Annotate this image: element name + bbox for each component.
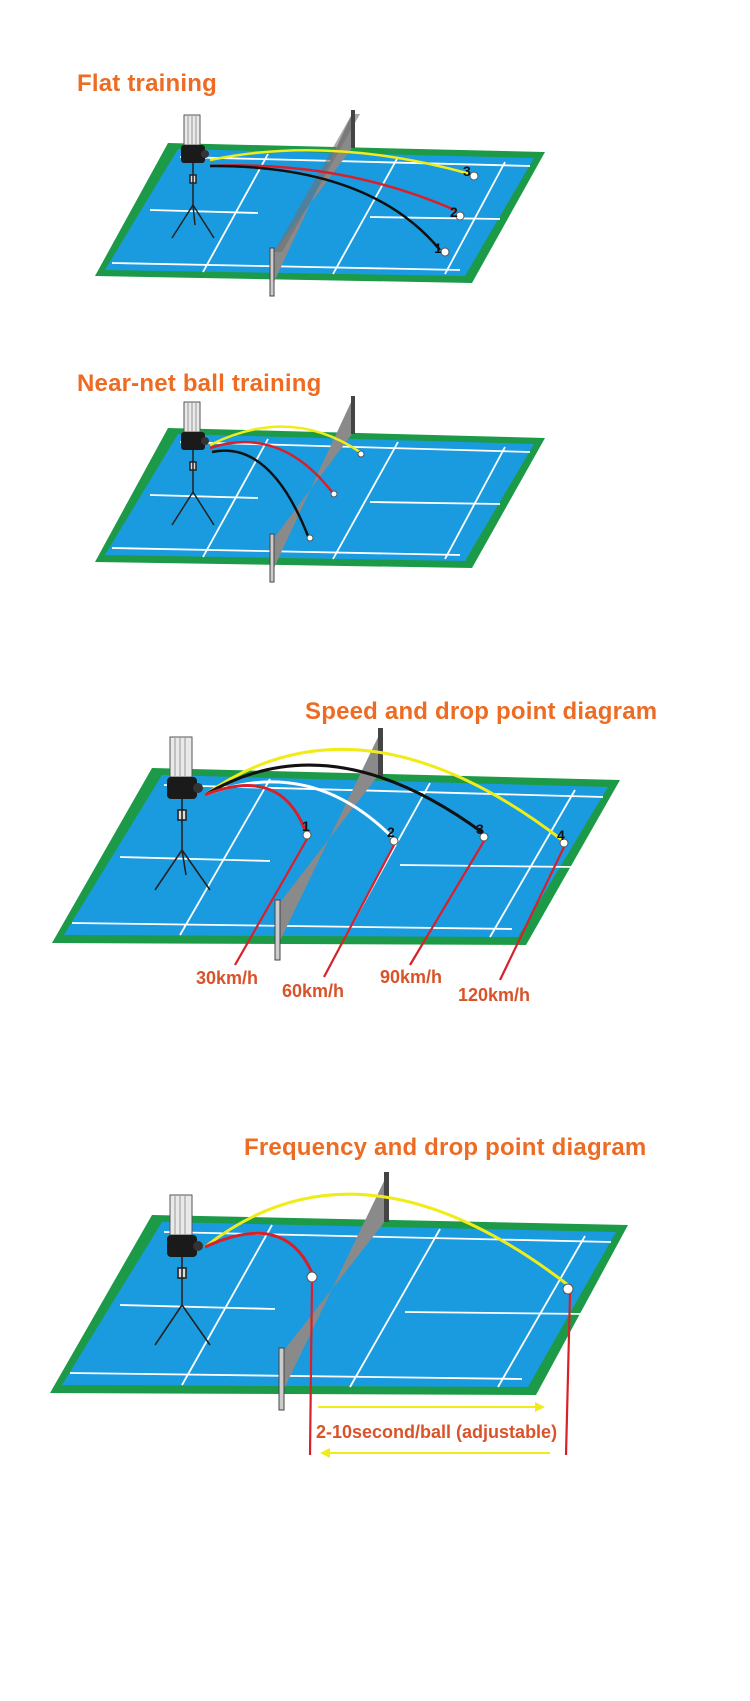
net [269, 110, 360, 297]
shuttle-launcher-icon [167, 1194, 203, 1257]
tripod-stand-icon [171, 450, 215, 526]
panel-title-frequency: Frequency and drop point diagram [244, 1134, 647, 1161]
speed-label-30: 30km/h [196, 968, 259, 988]
panel-title-flat: Flat training [77, 70, 217, 97]
trajectories [204, 747, 563, 842]
ball-number-4: 4 [557, 827, 565, 843]
tripod-stand-icon [154, 1257, 211, 1346]
shuttlecock-icon [306, 1271, 574, 1295]
badminton-court [95, 428, 545, 568]
badminton-court [95, 143, 545, 283]
shuttle-launcher-icon [167, 736, 203, 799]
speed-pointer-lines [234, 838, 565, 981]
badminton-court [52, 768, 620, 945]
flat-training-diagram: 3 2 1 [95, 110, 545, 297]
panel-title-speed: Speed and drop point diagram [305, 698, 658, 725]
net [269, 396, 355, 583]
speed-label-90: 90km/h [380, 967, 443, 987]
shuttlecock-icon [302, 830, 569, 848]
speed-label-120: 120km/h [458, 985, 531, 1005]
ball-number-2: 2 [387, 824, 395, 840]
ball-number-3: 3 [476, 821, 484, 837]
trajectories [209, 149, 471, 251]
ball-number-2: 2 [450, 204, 458, 220]
frequency-drop-point-diagram [50, 1172, 628, 1458]
trajectories [204, 1192, 569, 1287]
ball-number-3: 3 [463, 163, 471, 179]
ball-number-1: 1 [434, 240, 442, 256]
speed-label-60: 60km/h [282, 981, 345, 1001]
tripod-stand-icon [154, 799, 211, 891]
shuttlecock-icon [306, 450, 365, 542]
arrow-left-icon [320, 1448, 550, 1458]
trajectories [209, 425, 361, 537]
arrow-right-icon [318, 1402, 545, 1412]
tripod-stand-icon [171, 163, 215, 239]
shuttle-launcher-icon [181, 401, 209, 450]
near-net-training-diagram [95, 396, 545, 583]
frequency-pointer-lines [308, 1281, 572, 1456]
shuttlecock-icon [440, 171, 479, 257]
frequency-label: 2-10second/ball (adjustable) [316, 1422, 558, 1442]
speed-drop-point-diagram: 1 2 3 4 [52, 728, 620, 981]
badminton-court [50, 1215, 628, 1395]
ball-number-1: 1 [302, 818, 310, 834]
panel-title-near-net: Near-net ball training [77, 370, 322, 397]
shuttle-launcher-icon [181, 114, 209, 163]
